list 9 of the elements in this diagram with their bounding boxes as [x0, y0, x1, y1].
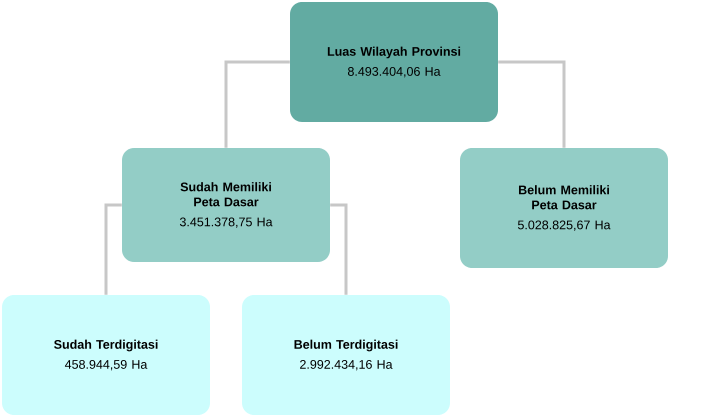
- node-box: Sudah Memiliki Peta Dasar 3.451.378,75 Ha: [122, 148, 330, 262]
- connector-line: [104, 204, 122, 295]
- node-box: Sudah Terdigitasi 458.944,59 Ha: [2, 294, 210, 415]
- node-box: Belum Terdigitasi 2.992.434,16 Ha: [242, 294, 450, 415]
- connector-line: [330, 204, 348, 295]
- node-box: Luas Wilayah Provinsi 8.493.404,06 Ha: [290, 2, 498, 122]
- connector-line: [498, 60, 566, 148]
- connector-line: [224, 60, 290, 148]
- node-box: Belum Memiliki Peta Dasar 5.028.825,67 Ha: [460, 148, 668, 268]
